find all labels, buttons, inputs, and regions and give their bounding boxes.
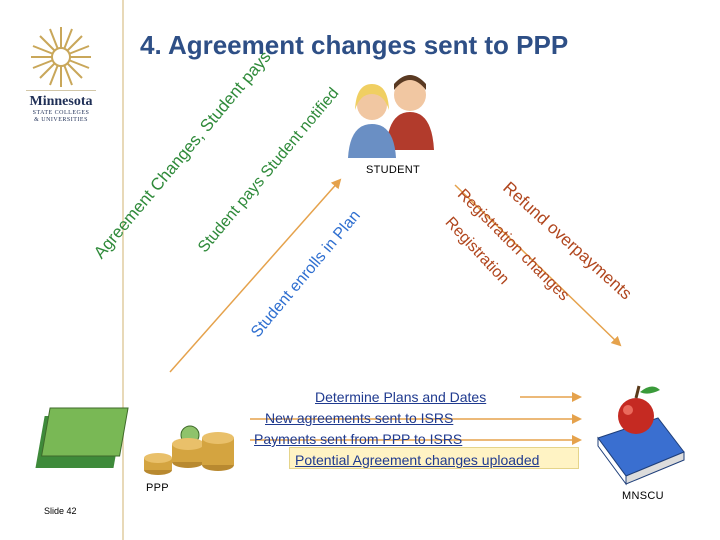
flow-plans-link[interactable]: Determine Plans and Dates [315,389,487,405]
arrow-student-to-mnscu [454,184,622,347]
flow-plans[interactable]: Determine Plans and Dates [315,389,486,405]
flow-payments-link[interactable]: Payments sent from PPP to ISRS [254,431,463,447]
logo-wordmark: Minnesota STATE COLLEGES & UNIVERSITIES [6,94,116,124]
slide-number: Slide 42 [44,506,77,516]
flow-uploaded[interactable]: Potential Agreement changes uploaded [295,452,539,468]
mnscu-label: MNSCU [622,490,664,502]
logo-divider [26,90,96,91]
flow-agreements-link[interactable]: New agreements sent to ISRS [265,410,454,426]
sidebar-divider [122,0,124,540]
upload-highlight-box [289,447,579,469]
flow-uploaded-link[interactable]: Potential Agreement changes uploaded [295,452,540,468]
flow-agreements[interactable]: New agreements sent to ISRS [265,410,453,426]
flow-payments[interactable]: Payments sent from PPP to ISRS [254,431,462,447]
money-icon [35,407,234,475]
logo-line-minnesota: Minnesota [29,94,93,109]
star-logo-icon [31,27,91,87]
student-people-icon [348,75,434,158]
arrow-ppp-to-student [169,178,342,373]
student-label: STUDENT [366,164,421,176]
page-title: 4. Agreement changes sent to PPP [140,30,569,60]
ppp-label: PPP [146,482,169,494]
logo-line-universities: & UNIVERSITIES [34,117,88,123]
apple-book-icon [597,385,685,486]
logo-line-colleges: STATE COLLEGES [32,110,90,116]
